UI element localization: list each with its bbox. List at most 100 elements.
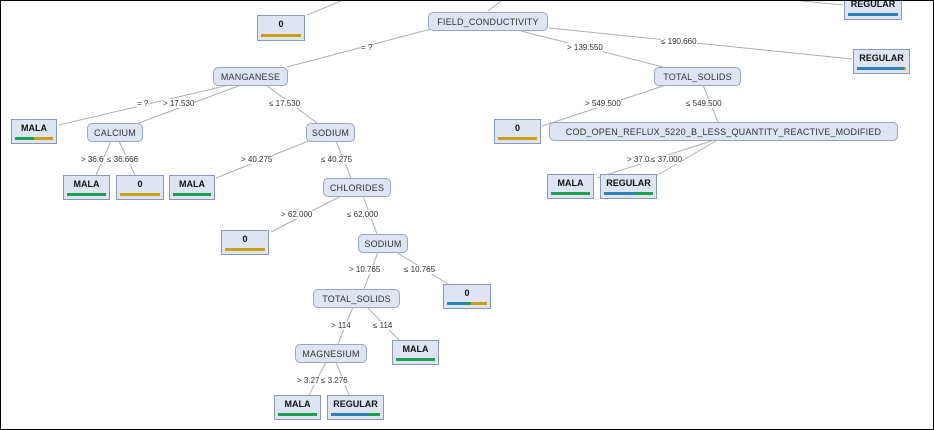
leaf-label: 0 xyxy=(137,179,143,189)
leaf-node[interactable]: REGULAR xyxy=(600,174,657,199)
node-calcium[interactable]: CALCIUM xyxy=(87,123,143,142)
class-distribution-bar xyxy=(551,192,590,195)
leaf-node[interactable]: REGULAR xyxy=(327,395,384,420)
edge-label: > 37.0 xyxy=(627,155,650,164)
leaf-node[interactable]: MALA xyxy=(274,395,321,420)
leaf-node[interactable]: 0 xyxy=(116,175,164,200)
class-distribution-bar xyxy=(396,358,435,361)
leaf-node[interactable]: MALA xyxy=(547,174,594,199)
class-segment xyxy=(604,192,636,195)
leaf-node[interactable]: 0 xyxy=(257,15,305,41)
edge xyxy=(95,140,112,176)
leaf-node[interactable]: REGULAR xyxy=(853,49,910,74)
class-distribution-bar xyxy=(848,13,898,16)
edge xyxy=(286,28,432,68)
leaf-node[interactable]: MALA xyxy=(392,340,439,365)
class-segment xyxy=(15,137,34,140)
edge-label: > 36.6 xyxy=(81,155,104,164)
class-segment xyxy=(635,192,653,195)
class-distribution-bar xyxy=(604,192,653,195)
class-distribution-bar xyxy=(225,248,265,251)
leaf-node[interactable]: 0 xyxy=(443,284,491,309)
leaf-node[interactable]: 0 xyxy=(494,119,541,144)
class-segment xyxy=(261,34,301,37)
class-segment xyxy=(396,358,435,361)
class-segment xyxy=(34,137,53,140)
class-segment xyxy=(857,67,904,70)
class-segment xyxy=(465,302,471,305)
edge-label: ≤ 3.276 xyxy=(321,376,348,385)
class-distribution-bar xyxy=(15,137,53,140)
leaf-label: REGULAR xyxy=(333,399,378,409)
class-segment xyxy=(447,302,465,305)
node-total-solids[interactable]: TOTAL_SOLIDS xyxy=(654,67,741,86)
edge-label: ≤ 36.666 xyxy=(107,155,139,164)
leaf-label: MALA xyxy=(557,178,584,188)
leaf-label: MALA xyxy=(21,123,47,133)
edge-label: ≤ 62.000 xyxy=(347,210,379,219)
leaf-label: REGULAR xyxy=(859,53,904,63)
leaf-node[interactable]: MALA xyxy=(169,175,215,200)
edge-label: ≤ 17.530 xyxy=(269,99,301,108)
edge-label: ≤ 10.765 xyxy=(404,265,436,274)
class-segment xyxy=(367,413,380,416)
leaf-node[interactable]: MALA xyxy=(63,175,110,200)
leaf-node[interactable]: 0 xyxy=(221,230,269,255)
edge xyxy=(800,1,844,6)
class-distribution-bar xyxy=(331,413,380,416)
leaf-label: MALA xyxy=(284,399,311,409)
class-segment xyxy=(278,413,317,416)
class-distribution-bar xyxy=(278,413,317,416)
edge xyxy=(548,27,853,60)
edge-label: ≤ 37.000 xyxy=(651,155,683,164)
leaf-label: 0 xyxy=(242,234,248,244)
class-segment xyxy=(903,67,906,70)
leaf-label: 0 xyxy=(514,123,520,133)
class-segment xyxy=(67,193,106,196)
class-segment xyxy=(225,248,265,251)
leaf-label: REGULAR xyxy=(850,0,896,9)
class-distribution-bar xyxy=(173,193,211,196)
node-sodium[interactable]: SODIUM xyxy=(306,123,355,142)
edge-label: ≤ 114 xyxy=(373,321,393,330)
class-segment xyxy=(848,13,898,16)
node-manganese[interactable]: MANGANESE xyxy=(213,67,288,86)
class-segment xyxy=(498,137,537,140)
node-chlorides[interactable]: CHLORIDES xyxy=(323,178,391,197)
node-cod-open-reflux[interactable]: COD_OPEN_REFLUX_5220_B_LESS_QUANTITY_REA… xyxy=(549,122,898,141)
edge-label: > 62.000 xyxy=(281,210,313,219)
edge-label: > 17.530 xyxy=(163,99,195,108)
node-field-conductivity[interactable]: FIELD_CONDUCTIVITY xyxy=(428,12,548,31)
leaf-label: REGULAR xyxy=(606,178,651,188)
edge-label: > 139.550 xyxy=(567,43,603,52)
node-sodium[interactable]: SODIUM xyxy=(358,234,408,253)
edge-label: = ? xyxy=(361,43,373,52)
edge xyxy=(487,1,502,12)
edge xyxy=(306,1,342,16)
leaf-label: 0 xyxy=(278,19,284,29)
class-distribution-bar xyxy=(857,67,906,70)
node-magnesium[interactable]: MAGNESIUM xyxy=(295,344,367,363)
leaf-label: MALA xyxy=(179,179,205,189)
node-total-solids[interactable]: TOTAL_SOLIDS xyxy=(313,289,400,308)
edge-label: > 3.27 xyxy=(297,376,320,385)
class-segment xyxy=(173,193,211,196)
leaf-label: 0 xyxy=(464,288,470,298)
edge-label: ≤ 190.660 xyxy=(661,37,697,46)
class-segment xyxy=(471,302,487,305)
class-segment xyxy=(120,193,160,196)
edge-label: ≤ 549.500 xyxy=(686,99,722,108)
leaf-node[interactable]: MALA xyxy=(11,119,57,144)
edge-label: > 114 xyxy=(331,321,351,330)
class-distribution-bar xyxy=(447,302,487,305)
edge-label: = ? xyxy=(137,99,149,108)
edge-label: ≤ 40.275 xyxy=(321,155,353,164)
leaf-label: MALA xyxy=(73,179,100,189)
edge-label: > 549.500 xyxy=(585,99,621,108)
class-distribution-bar xyxy=(498,137,537,140)
leaf-node[interactable]: REGULAR xyxy=(844,0,902,20)
class-segment xyxy=(331,413,368,416)
class-segment xyxy=(551,192,590,195)
class-distribution-bar xyxy=(67,193,106,196)
